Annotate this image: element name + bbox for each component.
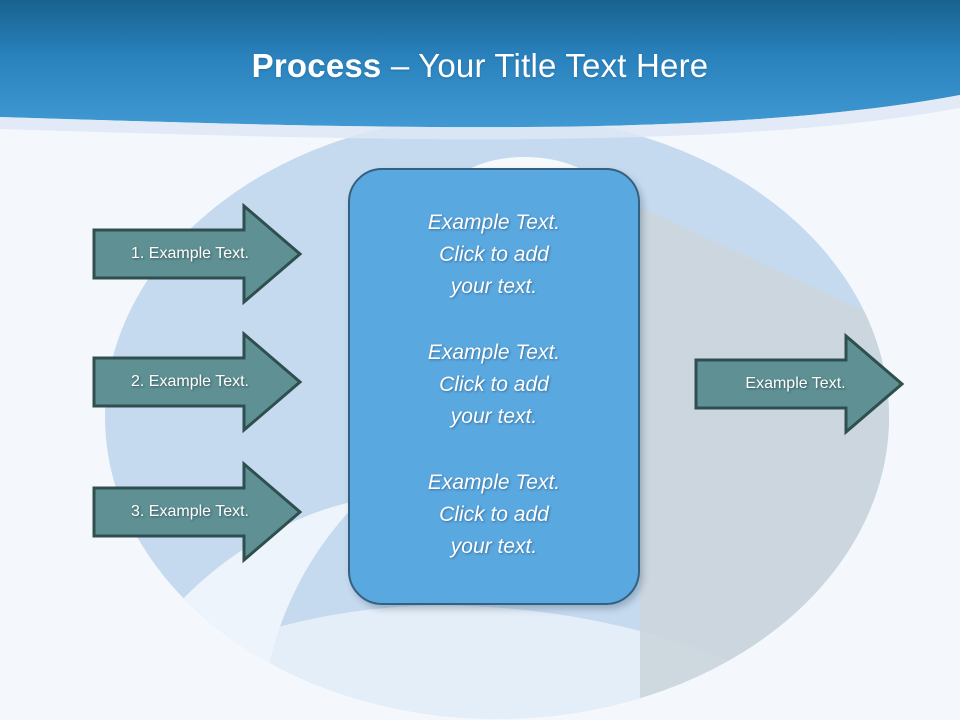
header-band	[0, 0, 960, 128]
swoosh-top-arc	[455, 157, 595, 178]
center-paragraph-1: Example Text. Click to add your text.	[427, 210, 561, 298]
header-wave-accent	[0, 95, 960, 140]
left-arrow-3[interactable]: 3. Example Text.	[92, 460, 304, 564]
left-arrow-2[interactable]: 2. Example Text.	[92, 330, 304, 434]
page-title: Process – Your Title Text Here	[0, 46, 960, 86]
center-content-box[interactable]: Example Text. Click to add your text. Ex…	[348, 168, 640, 605]
right-arrow-shape	[694, 332, 905, 436]
left-arrow-2-shape	[92, 330, 303, 434]
left-arrow-3-shape	[92, 460, 303, 564]
page-title-rest: – Your Title Text Here	[381, 47, 709, 84]
center-paragraph-3: Example Text. Click to add your text.	[427, 470, 561, 558]
right-arrow[interactable]: Example Text.	[694, 332, 906, 436]
page-title-bold: Process	[251, 47, 382, 84]
center-paragraph-2: Example Text. Click to add your text.	[427, 340, 561, 428]
left-arrow-1-shape	[92, 202, 303, 306]
left-arrow-1[interactable]: 1. Example Text.	[92, 202, 304, 306]
